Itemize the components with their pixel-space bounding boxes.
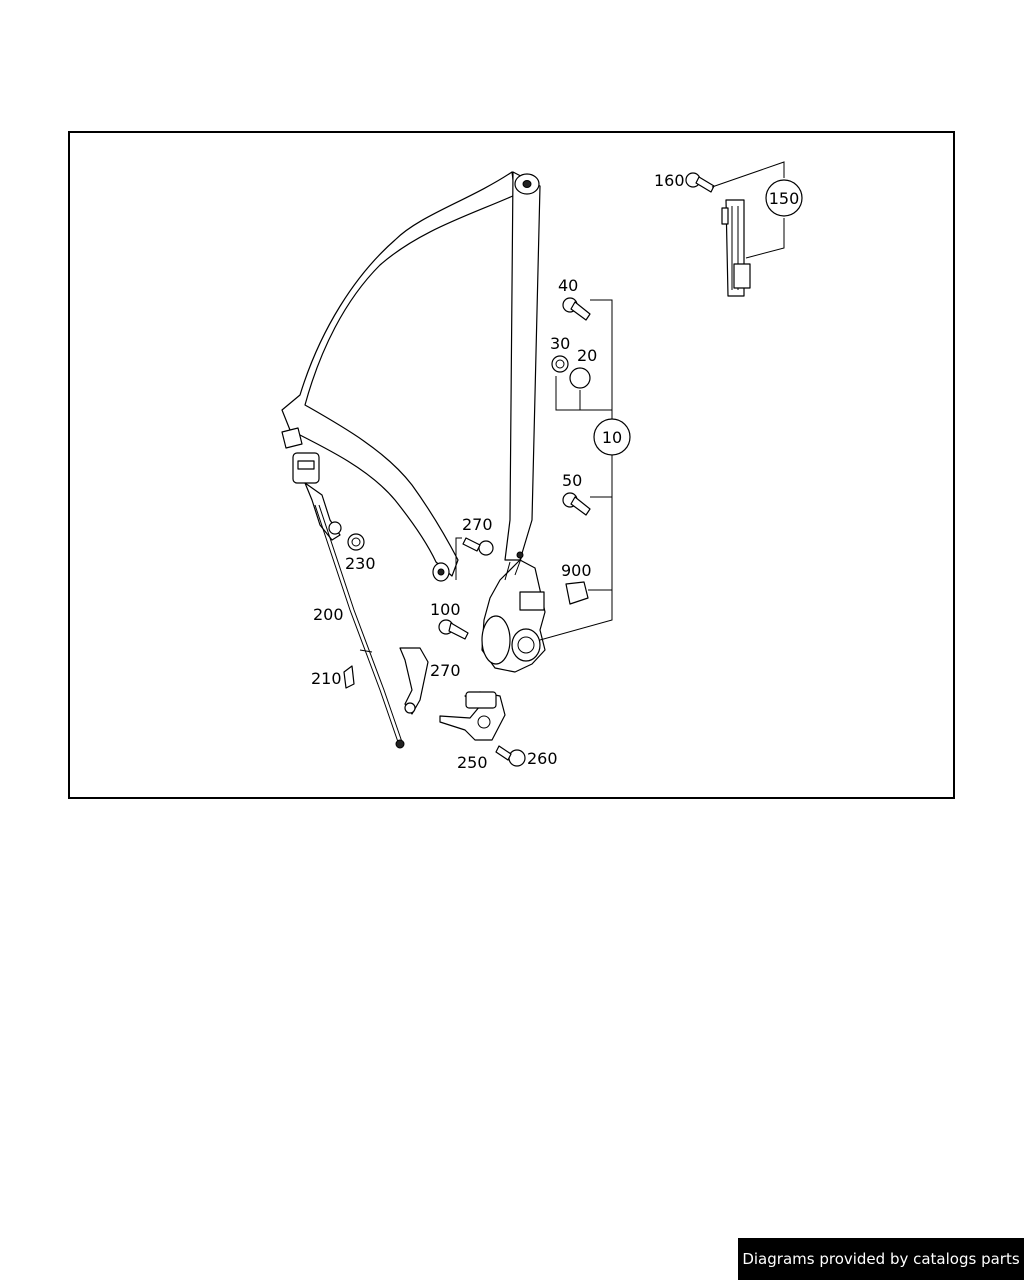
label-230: 230 — [345, 554, 376, 573]
label-200: 200 — [313, 605, 344, 624]
callout-lines — [455, 161, 785, 641]
label-270-upper: 270 — [462, 515, 493, 534]
washer-30 — [551, 355, 569, 373]
cover-900 — [565, 581, 589, 605]
bolt-40 — [562, 297, 591, 321]
label-270-lower: 270 — [430, 661, 461, 680]
guide-250 — [439, 691, 506, 741]
label-260: 260 — [527, 749, 558, 768]
label-20: 20 — [577, 346, 597, 365]
bracket-270-lower — [399, 647, 429, 715]
height-adjuster-150 — [721, 199, 751, 297]
label-210: 210 — [311, 669, 342, 688]
belt-webbing — [281, 171, 541, 582]
label-40: 40 — [558, 276, 578, 295]
label-100: 100 — [430, 600, 461, 619]
bolt-270-upper — [462, 537, 494, 556]
bolt-100 — [438, 619, 469, 640]
callout-150: 150 — [765, 179, 803, 217]
callout-10: 10 — [593, 418, 631, 456]
label-900: 900 — [561, 561, 592, 580]
svg-text:150: 150 — [769, 189, 800, 208]
bolt-160 — [685, 172, 715, 193]
footer-banner: Diagrams provided by catalogs parts — [738, 1238, 1024, 1280]
bolt-260 — [495, 745, 526, 767]
footer-text: Diagrams provided by catalogs parts — [742, 1250, 1020, 1268]
nut-230 — [347, 533, 365, 551]
svg-text:10: 10 — [602, 428, 622, 447]
cap-20 — [569, 367, 591, 389]
label-50: 50 — [562, 471, 582, 490]
label-30: 30 — [550, 334, 570, 353]
retractor-10 — [481, 551, 546, 673]
label-160: 160 — [654, 171, 685, 190]
buckle-assembly — [292, 452, 405, 749]
clip-210 — [343, 665, 355, 689]
label-250: 250 — [457, 753, 488, 772]
diagram-frame — [68, 131, 955, 799]
bolt-50 — [562, 492, 591, 516]
